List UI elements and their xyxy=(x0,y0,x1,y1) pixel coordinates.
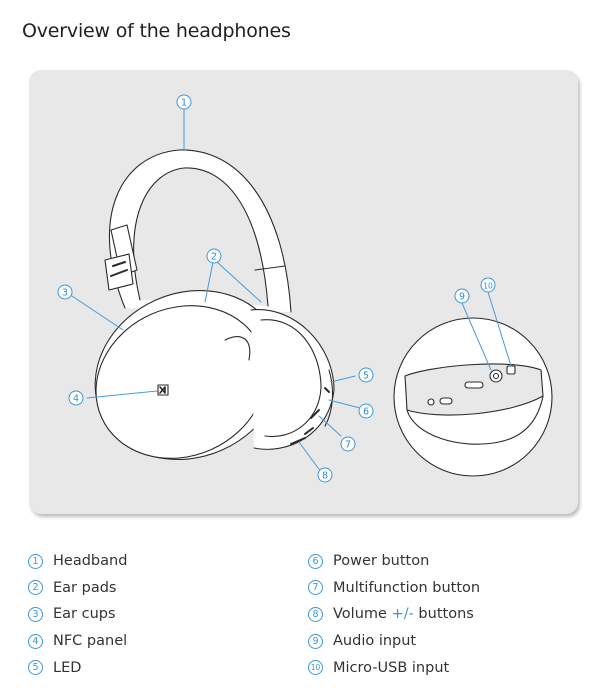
legend-number: 10 xyxy=(308,660,323,676)
callout-1: 1 xyxy=(176,94,192,110)
legend-number: 8 xyxy=(308,606,323,622)
callout-leaders xyxy=(71,108,512,473)
callout-10: 10 xyxy=(480,277,496,293)
headphones-illustration: 1 2 3 4 5 6 7 8 9 10 xyxy=(57,94,553,483)
legend-item: 8 Volume +/- buttons xyxy=(308,601,480,628)
svg-text:5: 5 xyxy=(363,371,369,382)
callout-8: 8 xyxy=(317,467,333,483)
callout-4: 4 xyxy=(68,390,84,406)
legend-item: 5 LED xyxy=(28,654,127,681)
legend-item: 2 Ear pads xyxy=(28,575,127,602)
legend-right-column: 6 Power button 7 Multifunction button 8 … xyxy=(308,548,480,681)
legend-number: 5 xyxy=(28,660,43,676)
callout-3: 3 xyxy=(57,284,73,300)
legend-item: 9 Audio input xyxy=(308,628,480,655)
legend-label-prefix: Volume xyxy=(333,606,392,623)
svg-text:2: 2 xyxy=(211,252,217,263)
svg-text:7: 7 xyxy=(345,440,351,451)
legend-number: 9 xyxy=(308,633,323,649)
headphones-illustration-panel: 1 2 3 4 5 6 7 8 9 10 xyxy=(29,70,578,514)
svg-text:9: 9 xyxy=(459,292,465,303)
legend-item: 6 Power button xyxy=(308,548,480,575)
legend-item: 3 Ear cups xyxy=(28,601,127,628)
svg-text:3: 3 xyxy=(62,288,68,299)
legend-label: Audio input xyxy=(333,633,417,650)
legend-item: 4 NFC panel xyxy=(28,628,127,655)
legend-item: 10 Micro-USB input xyxy=(308,654,480,681)
legend-number: 4 xyxy=(28,633,43,649)
callout-markers: 1 2 3 4 5 6 7 8 9 10 xyxy=(57,94,496,483)
detail-inset-drawing xyxy=(393,317,553,477)
legend-label: Ear cups xyxy=(53,606,116,623)
callout-2: 2 xyxy=(206,248,222,264)
legend-number: 2 xyxy=(28,580,43,596)
svg-text:6: 6 xyxy=(363,407,369,418)
legend-label: LED xyxy=(53,659,82,676)
callout-9: 9 xyxy=(454,288,470,304)
callout-7: 7 xyxy=(340,436,356,452)
svg-text:1: 1 xyxy=(181,98,187,109)
legend-label: Headband xyxy=(53,553,128,570)
legend-item: 7 Multifunction button xyxy=(308,575,480,602)
legend-number: 1 xyxy=(28,553,43,569)
callout-5: 5 xyxy=(358,367,374,383)
legend-label: Power button xyxy=(333,553,430,570)
legend-number: 7 xyxy=(308,580,323,596)
legend-label: Volume +/- buttons xyxy=(333,606,474,622)
legend-item: 1 Headband xyxy=(28,548,127,575)
svg-text:10: 10 xyxy=(483,282,493,291)
legend-label: Micro-USB input xyxy=(333,659,450,676)
legend-left-column: 1 Headband 2 Ear pads 3 Ear cups 4 NFC p… xyxy=(28,548,127,681)
legend-number: 6 xyxy=(308,553,323,569)
right-earcup-drawing xyxy=(250,309,335,450)
page-title: Overview of the headphones xyxy=(22,20,291,42)
legend-label: NFC panel xyxy=(53,633,128,650)
legend-label: Multifunction button xyxy=(333,579,481,596)
svg-text:4: 4 xyxy=(73,394,79,405)
legend-label-accent: +/- xyxy=(391,606,414,623)
legend-label-suffix: buttons xyxy=(413,606,474,623)
callout-6: 6 xyxy=(358,403,374,419)
legend-number: 3 xyxy=(28,606,43,622)
headband-drawing xyxy=(104,149,292,313)
legend-label: Ear pads xyxy=(53,579,117,596)
svg-text:8: 8 xyxy=(322,471,328,482)
